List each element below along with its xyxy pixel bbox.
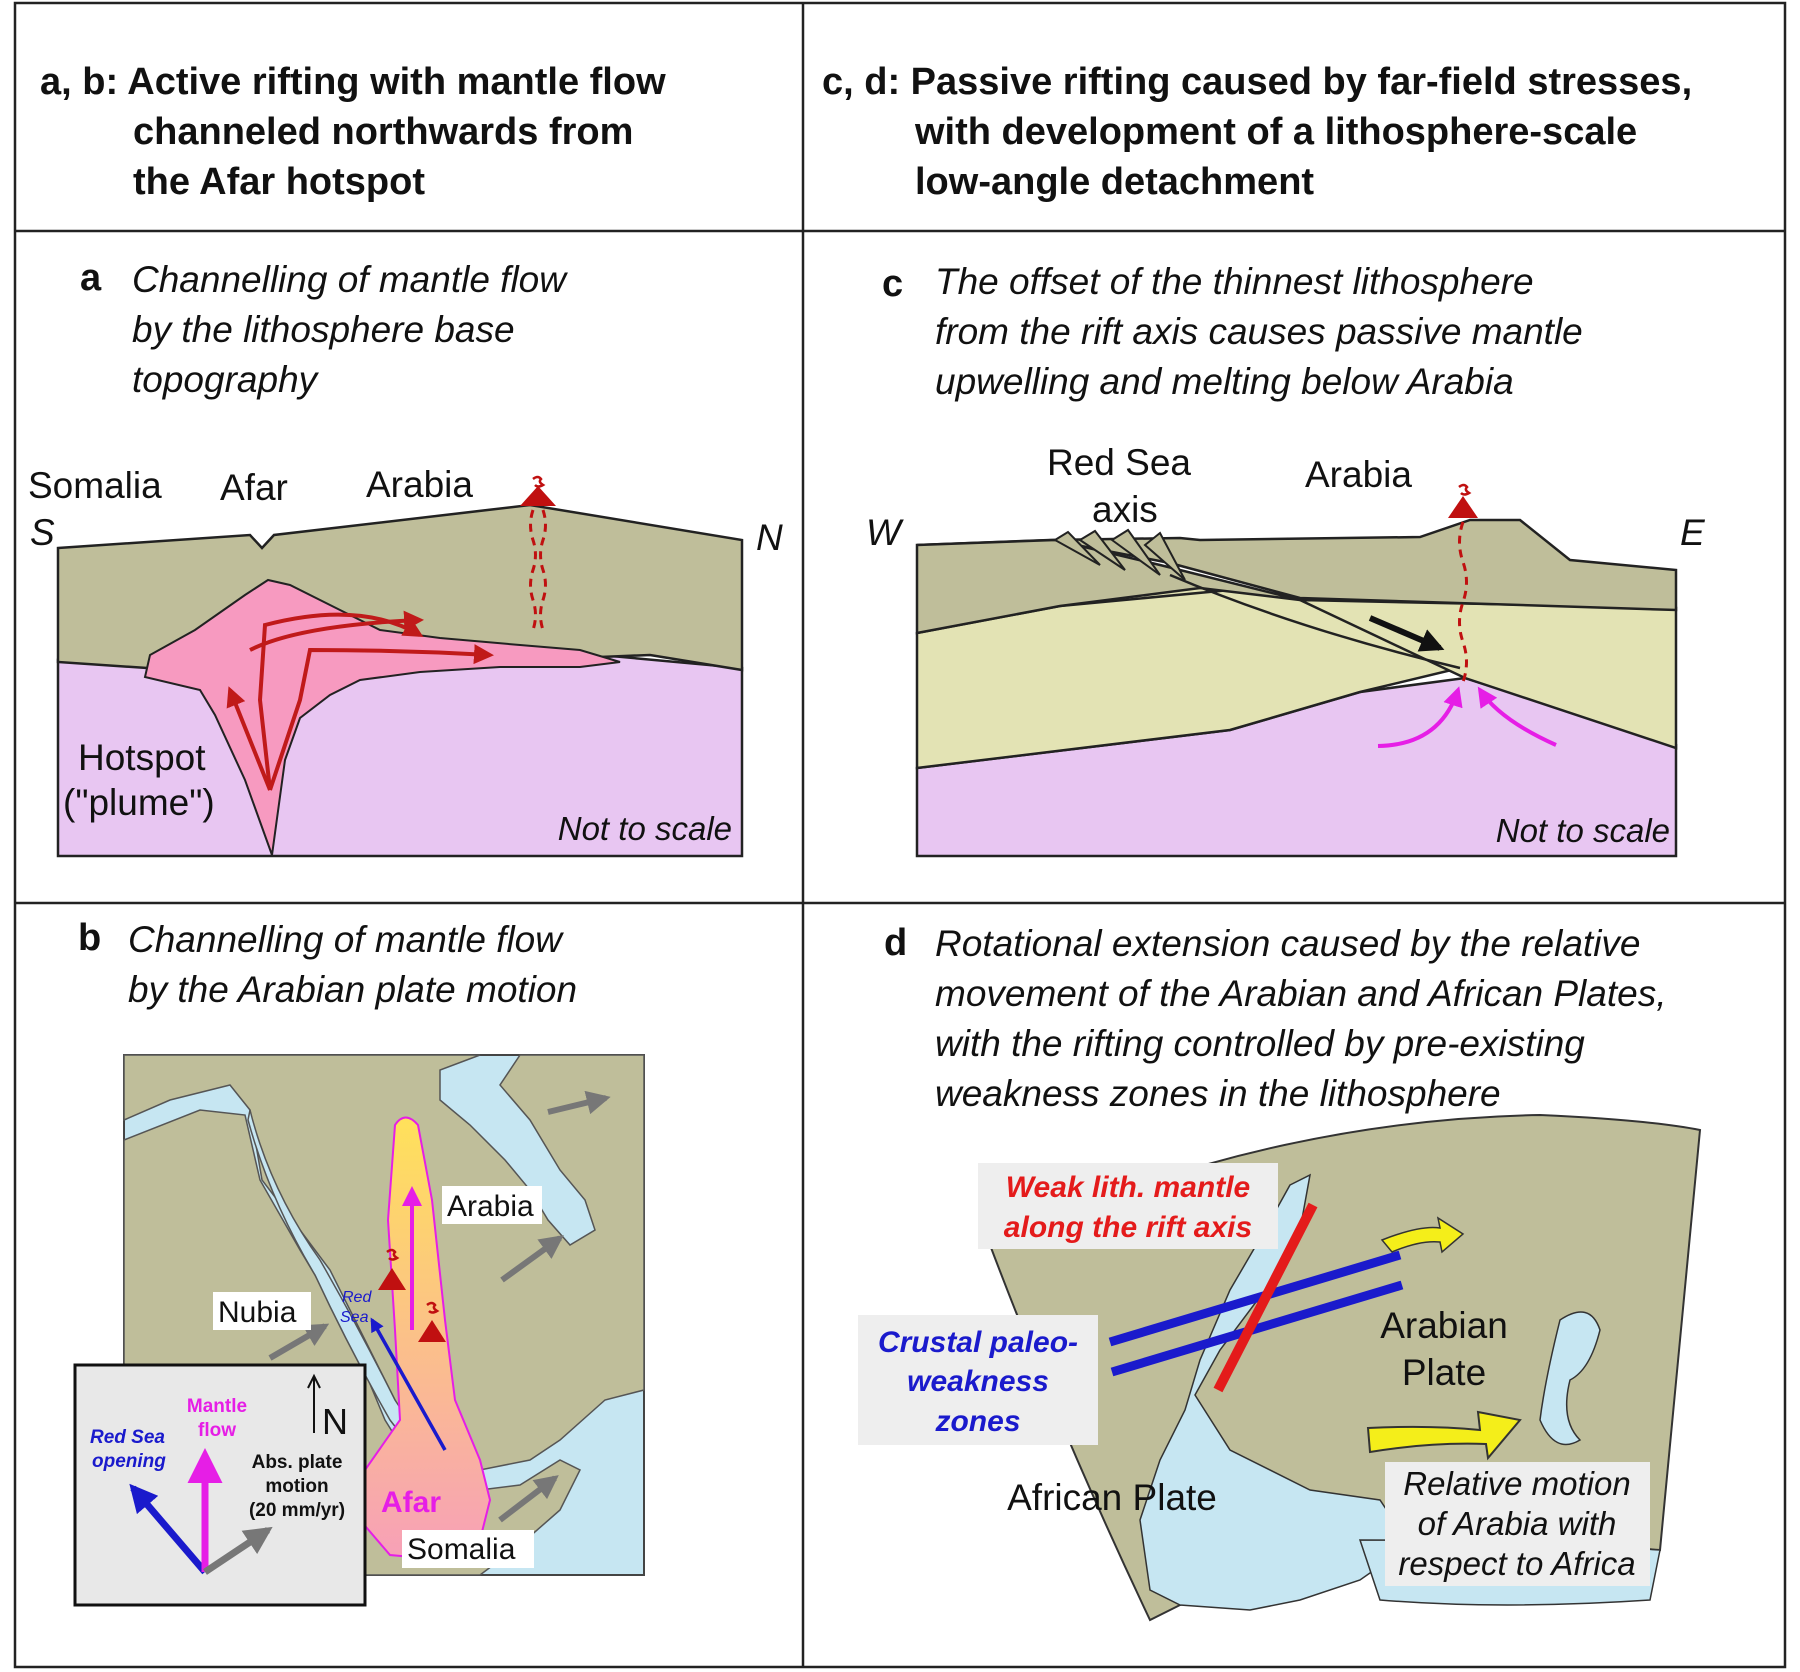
panel-c-upwelling-arrow-1 — [1377, 686, 1463, 748]
panel-c-red-sea-axis-1: Red Sea — [1047, 442, 1191, 483]
panel-d-big-yellow-arrow — [1366, 1410, 1522, 1461]
panel-a-hotspot-label: Hotspot — [78, 737, 206, 778]
panel-c-caption-3: upwelling and melting below Arabia — [935, 361, 1514, 402]
panel-a-volcano — [520, 475, 556, 631]
panel-b-red-sea-label-1: Red — [342, 1289, 372, 1306]
panel-d-small-yellow-arrow — [1380, 1216, 1465, 1254]
panel-a-caption-1: Channelling of mantle flow — [132, 259, 568, 300]
panel-d-letter: d — [884, 922, 907, 964]
panel-d: d Rotational extension caused by the rel… — [858, 922, 1702, 1622]
panel-c-tilted-blocks — [1053, 528, 1186, 581]
panel-b-somalia-label: Somalia — [407, 1533, 516, 1566]
panel-d-caption-2: movement of the Arabian and African Plat… — [935, 973, 1667, 1014]
panel-c-caption-1: The offset of the thinnest lithosphere — [935, 261, 1534, 302]
panel-c-letter: c — [882, 263, 903, 305]
panel-b-inset-red-sea-opening-2: opening — [92, 1451, 166, 1472]
panel-d-relative-motion-3: respect to Africa — [1398, 1545, 1635, 1582]
panel-c: c The offset of the thinnest lithosphere… — [866, 261, 1706, 858]
panel-c-upwelling-arrow-2 — [1477, 686, 1557, 747]
panel-d-relative-motion-1: Relative motion — [1403, 1465, 1630, 1502]
panel-b-arabia-label: Arabia — [447, 1190, 534, 1223]
panel-b-north-label: N — [322, 1401, 348, 1442]
panel-d-crustal-label-2: weakness — [907, 1365, 1049, 1398]
panel-b-volcano-2 — [418, 1320, 446, 1342]
header-left-line-2: channeled northwards from — [133, 111, 633, 153]
panel-b-inset-gray-arrow — [203, 1526, 273, 1575]
panel-c-red-sea-axis-2: axis — [1092, 489, 1158, 530]
panel-d-crustal-label-1: Crustal paleo- — [878, 1326, 1078, 1359]
header-right-line-2: with development of a lithosphere-scale — [914, 111, 1637, 153]
panel-c-scale-note: Not to scale — [1496, 812, 1670, 849]
panel-b-inset-red-sea-opening-1: Red Sea — [90, 1427, 165, 1448]
panel-b-red-sea-opening-arrow — [370, 1317, 447, 1451]
panel-b-nubia-label: Nubia — [218, 1296, 297, 1329]
panel-b-inset-plate-motion-1: Abs. plate — [252, 1452, 343, 1473]
panel-a-scale-note: Not to scale — [558, 810, 732, 847]
panel-a-caption-2: by the lithosphere base — [132, 309, 515, 350]
panel-c-east-label: E — [1680, 512, 1706, 553]
header-right-line-1: c, d: Passive rifting caused by far-fiel… — [822, 61, 1692, 103]
panel-d-crustal-label-3: zones — [934, 1405, 1020, 1438]
panel-b-inset-blue-arrow — [129, 1483, 208, 1575]
panel-a-arabia-label: Arabia — [366, 464, 473, 505]
panel-d-arabian-plate-2: Plate — [1402, 1352, 1486, 1393]
panel-d-relative-motion-2: of Arabia with — [1418, 1505, 1617, 1542]
panel-d-caption-4: weakness zones in the lithosphere — [935, 1073, 1501, 1114]
panel-d-weak-mantle-label-2: along the rift axis — [1004, 1211, 1252, 1244]
panel-d-weak-mantle-line — [1213, 1202, 1318, 1393]
panel-b-inset-mantle-flow-1: Mantle — [187, 1396, 247, 1417]
panel-c-arabia-label: Arabia — [1305, 454, 1412, 495]
panel-a-plume-label: ("plume") — [63, 782, 215, 823]
panel-b-afar-label: Afar — [381, 1486, 441, 1519]
figure-frame — [13, 1, 1787, 1669]
panel-d-red-sea — [1139, 1173, 1412, 1611]
panel-c-upper-crust — [916, 518, 1678, 612]
panel-b-volcano-1 — [378, 1268, 406, 1290]
panel-a-south-label: S — [30, 512, 55, 553]
panel-c-slip-arrow — [1368, 615, 1445, 652]
panel-a-north-label: N — [756, 517, 783, 558]
header-right-line-3: low-angle detachment — [915, 161, 1314, 203]
panel-a-afar-label: Afar — [220, 467, 288, 508]
panel-d-arabian-plate-1: Arabian — [1380, 1305, 1508, 1346]
panel-c-detachment — [1169, 573, 1461, 670]
panel-d-caption-1: Rotational extension caused by the relat… — [935, 923, 1641, 964]
panel-c-volcano — [1448, 483, 1478, 683]
panel-d-caption-3: with the rifting controlled by pre-exist… — [935, 1023, 1585, 1064]
panel-b-inset-mantle-flow-2: flow — [198, 1420, 236, 1441]
panel-c-west-label: W — [866, 512, 904, 553]
panel-b-north-arrow: N — [307, 1373, 348, 1442]
panel-b-caption-2: by the Arabian plate motion — [128, 969, 577, 1010]
panel-b-inset-plate-motion-2: motion — [265, 1476, 328, 1497]
header-left-line-1: a, b: Active rifting with mantle flow — [40, 61, 666, 103]
panel-d-crustal-zone-2 — [1110, 1280, 1404, 1377]
header-left: a, b: Active rifting with mantle flow ch… — [40, 61, 666, 203]
panel-d-gulf — [1539, 1311, 1601, 1446]
panel-d-weak-mantle-label-1: Weak lith. mantle — [1006, 1171, 1251, 1204]
panel-a-caption-3: topography — [132, 359, 320, 400]
panel-a-letter: a — [80, 257, 102, 299]
panel-b-plate-motion-arrows — [268, 1090, 611, 1523]
panel-b-caption-1: Channelling of mantle flow — [128, 919, 564, 960]
header-left-line-3: the Afar hotspot — [133, 161, 425, 203]
panel-d-african-plate: African Plate — [1007, 1477, 1217, 1518]
panel-c-caption-2: from the rift axis causes passive mantle — [935, 311, 1583, 352]
panel-b: b Channelling of mantle flow by the Arab… — [73, 917, 645, 1607]
header-right: c, d: Passive rifting caused by far-fiel… — [822, 61, 1692, 203]
panel-b-red-sea-label-2: Sea — [340, 1309, 369, 1326]
panel-a: a Channelling of mantle flow by the lith… — [28, 257, 783, 858]
panel-a-flow-arrows — [226, 610, 494, 791]
panel-d-crustal-zone-1 — [1108, 1250, 1402, 1347]
panel-b-inset-plate-motion-3: (20 mm/yr) — [249, 1500, 345, 1521]
panel-b-letter: b — [78, 917, 101, 959]
panel-a-somalia-label: Somalia — [28, 465, 162, 506]
